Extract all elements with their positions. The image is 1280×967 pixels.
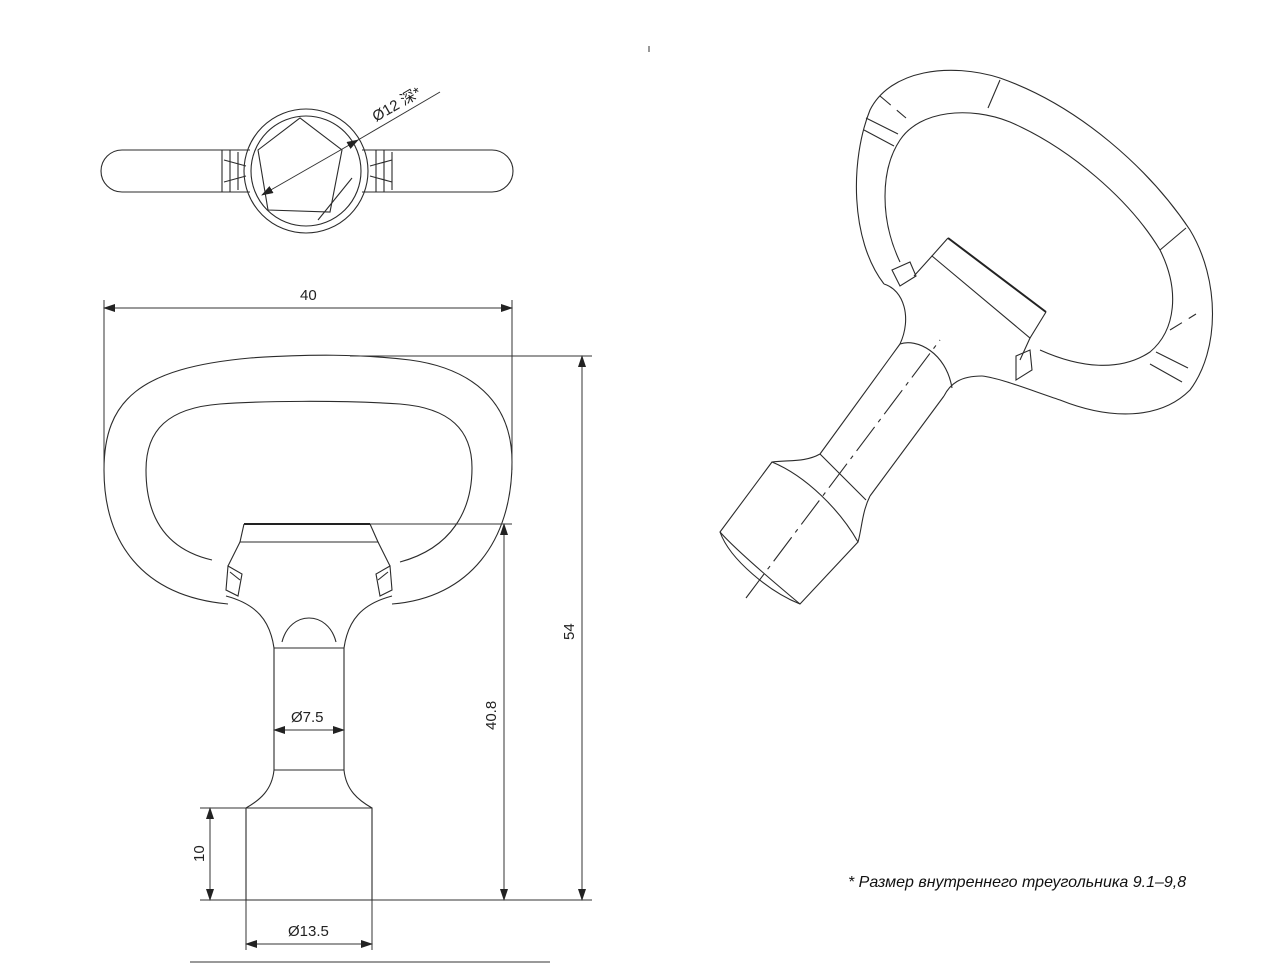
triangle-size-note: * Размер внутреннего треугольника 9.1–9,…	[848, 874, 1187, 891]
front-view	[103, 354, 550, 963]
dimension-lines	[103, 300, 592, 950]
width-dim-label: 40	[300, 287, 317, 304]
top-view: Ø12 深*	[100, 84, 514, 234]
head-diameter-dim-label: Ø13.5	[288, 923, 329, 940]
shaft-diameter-dim-label: Ø7.5	[291, 709, 324, 726]
total-height-dim-label: 54	[561, 623, 578, 640]
shaft-height-dim-label: 40.8	[483, 701, 500, 730]
head-length-dim-label: 10	[191, 845, 208, 862]
socket-dim-label: Ø12 深*	[370, 84, 425, 125]
isometric-view	[719, 69, 1214, 605]
